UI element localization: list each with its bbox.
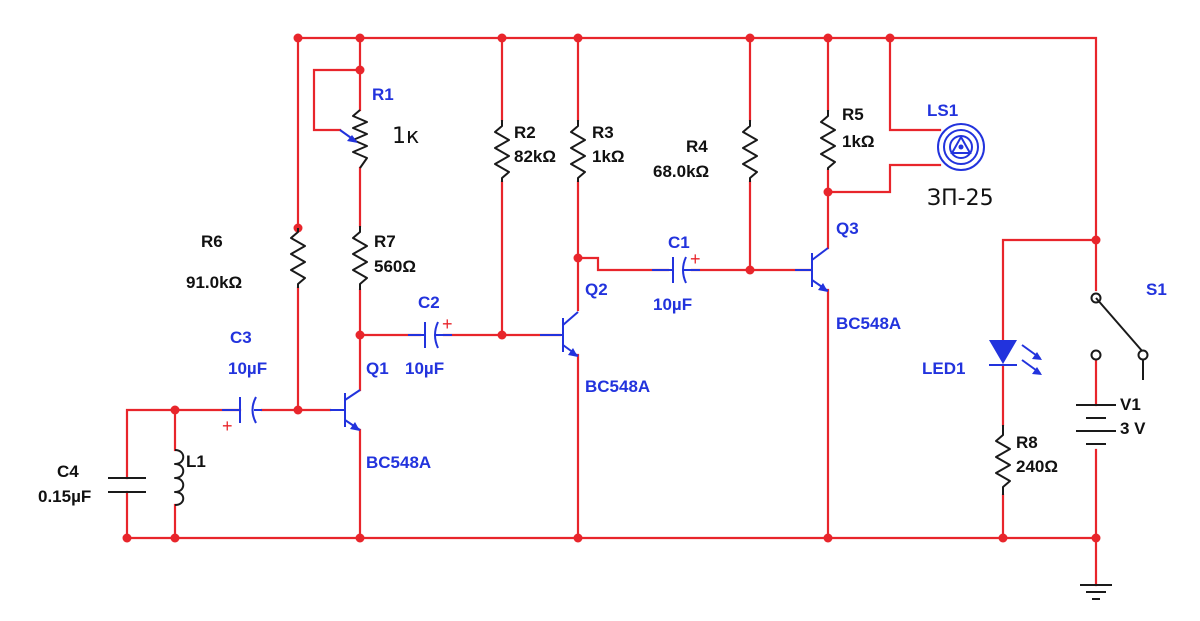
q1-model: BC548A bbox=[366, 453, 431, 472]
led-icon: LED1 bbox=[922, 340, 1042, 378]
r3-value: 1kΩ bbox=[592, 147, 625, 166]
r7-resistor: R7 560Ω bbox=[352, 226, 416, 290]
r6-ref: R6 bbox=[201, 232, 223, 251]
r6-resistor: R6 91.0kΩ bbox=[186, 228, 306, 292]
q1-ref: Q1 bbox=[366, 359, 389, 378]
c4-capacitor: C4 0.15µF bbox=[38, 462, 146, 506]
c2-plus: + bbox=[442, 314, 453, 334]
l1-inductor: L1 bbox=[174, 449, 206, 506]
r1-potentiometer: R1 1к bbox=[339, 85, 419, 169]
c1-ref: C1 bbox=[668, 233, 690, 252]
r5-ref: R5 bbox=[842, 105, 864, 124]
c1-value: 10µF bbox=[653, 295, 692, 314]
s1-switch: S1 bbox=[1090, 280, 1167, 380]
r2-ref: R2 bbox=[514, 123, 536, 142]
c4-value: 0.15µF bbox=[38, 487, 91, 506]
q3-ref: Q3 bbox=[836, 219, 859, 238]
c1-plus: + bbox=[690, 249, 701, 269]
buzzer-icon: LS1 ЗП-25 bbox=[927, 101, 994, 211]
junctions bbox=[122, 33, 1101, 543]
v1-value: 3 V bbox=[1120, 419, 1146, 438]
c2-ref: C2 bbox=[418, 293, 440, 312]
q2-ref: Q2 bbox=[585, 280, 608, 299]
c3-plus: + bbox=[222, 416, 233, 436]
r1-ref: R1 bbox=[372, 85, 394, 104]
c3-ref: C3 bbox=[230, 328, 252, 347]
r6-value: 91.0kΩ bbox=[186, 273, 242, 292]
wires bbox=[125, 36, 1098, 587]
c2-value: 10µF bbox=[405, 359, 444, 378]
r5-resistor: R5 1kΩ bbox=[820, 105, 875, 170]
r4-value: 68.0kΩ bbox=[653, 162, 709, 181]
r2-resistor: R2 82kΩ bbox=[494, 120, 556, 182]
q1-transistor: Q1 BC548A bbox=[330, 359, 431, 472]
c4-ref: C4 bbox=[57, 462, 79, 481]
q3-transistor: Q3 BC548A bbox=[795, 219, 901, 333]
r8-resistor: R8 240Ω bbox=[995, 425, 1058, 495]
r1-value: 1к bbox=[392, 124, 419, 149]
q2-model: BC548A bbox=[585, 377, 650, 396]
r8-value: 240Ω bbox=[1016, 457, 1058, 476]
r7-ref: R7 bbox=[374, 232, 396, 251]
r5-value: 1kΩ bbox=[842, 132, 875, 151]
v1-ref: V1 bbox=[1120, 395, 1141, 414]
r7-value: 560Ω bbox=[374, 257, 416, 276]
ground-icon bbox=[1080, 584, 1112, 600]
r4-resistor: R4 68.0kΩ bbox=[653, 120, 758, 182]
q2-transistor: Q2 BC548A bbox=[540, 280, 650, 396]
l1-ref: L1 bbox=[186, 452, 206, 471]
r3-resistor: R3 1kΩ bbox=[570, 120, 625, 182]
r4-ref: R4 bbox=[686, 137, 708, 156]
ls1-ref: LS1 bbox=[927, 101, 958, 120]
c3-capacitor: + C3 10µF bbox=[222, 328, 267, 436]
q3-model: BC548A bbox=[836, 314, 901, 333]
r8-ref: R8 bbox=[1016, 433, 1038, 452]
s1-ref: S1 bbox=[1146, 280, 1167, 299]
r2-value: 82kΩ bbox=[514, 147, 556, 166]
c3-value: 10µF bbox=[228, 359, 267, 378]
v1-battery: V1 3 V bbox=[1076, 395, 1146, 445]
led1-ref: LED1 bbox=[922, 359, 965, 378]
ls1-model: ЗП-25 bbox=[927, 186, 994, 211]
c1-capacitor: + C1 10µF bbox=[652, 233, 701, 314]
r3-ref: R3 bbox=[592, 123, 614, 142]
c2-capacitor: + C2 10µF bbox=[405, 293, 453, 378]
